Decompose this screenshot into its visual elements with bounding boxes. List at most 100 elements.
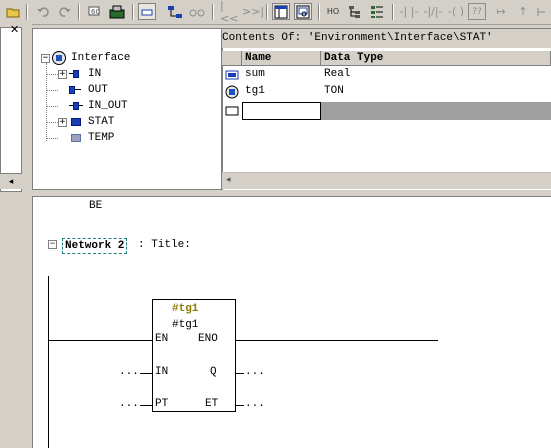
pin-q: Q [210, 366, 217, 378]
inout-param-icon [69, 101, 83, 111]
toolbar-separator [392, 4, 394, 20]
network-title[interactable]: : Title: [138, 239, 191, 251]
static-var-icon [69, 117, 83, 127]
symbol-info-icon[interactable]: HO [326, 7, 340, 16]
last-network-icon[interactable]: >>| [241, 5, 265, 18]
more-icon[interactable] [534, 3, 548, 20]
et-wire [236, 405, 244, 406]
tree-connector [46, 63, 47, 141]
table-cell-type[interactable] [321, 102, 551, 120]
collapse-icon[interactable]: − [41, 52, 50, 63]
open-branch-icon[interactable]: ↦ [496, 5, 506, 18]
network-icon[interactable] [166, 3, 184, 20]
catalog-scrollbar[interactable]: ◂ [0, 173, 22, 189]
toolbar-separator [266, 4, 268, 20]
power-rail [48, 276, 49, 448]
tree-connector [46, 74, 58, 75]
tree-icon[interactable] [346, 3, 364, 20]
in-operand-placeholder[interactable]: ... [119, 366, 139, 378]
overview-icon[interactable] [138, 3, 156, 20]
table-cell-name[interactable]: tg1 [245, 85, 265, 97]
column-header-data-type[interactable]: Data Type [321, 51, 551, 66]
tree-item-interface[interactable]: − Interface [41, 50, 130, 66]
tree-connector [46, 138, 58, 139]
toolbar-separator [26, 4, 28, 20]
interface-tree: − Interface + IN OUT IN_OUT + STAT TEMP [32, 28, 222, 190]
list-icon[interactable] [368, 3, 386, 20]
nc-contact-icon[interactable]: -|/|- [423, 5, 443, 18]
tree-item-temp[interactable]: TEMP [69, 130, 114, 146]
first-network-icon[interactable]: |<< [220, 0, 239, 25]
in-wire [140, 373, 152, 374]
temp-var-icon [69, 133, 83, 143]
tree-connector [46, 90, 58, 91]
tree-item-label: Interface [71, 52, 131, 64]
network-label[interactable]: Network 2 [62, 238, 128, 254]
detail-view-icon[interactable] [294, 3, 312, 20]
tree-item-label: OUT [88, 84, 108, 96]
timer-block[interactable] [152, 299, 236, 412]
close-icon[interactable]: ✕ [10, 23, 20, 36]
network-editor[interactable] [32, 196, 551, 448]
toolbar-separator [132, 4, 134, 20]
toolbar-separator [318, 4, 320, 20]
pin-in: IN [155, 366, 169, 378]
column-header-name[interactable]: Name [242, 51, 321, 66]
tree-connector [46, 122, 58, 123]
et-operand-placeholder[interactable]: ... [245, 398, 265, 410]
q-wire [236, 373, 244, 374]
tree-item-label: IN [88, 68, 102, 80]
pt-wire [140, 405, 152, 406]
download-icon[interactable] [108, 3, 126, 20]
output-param-icon [69, 85, 83, 95]
name-input[interactable] [242, 102, 321, 120]
en-wire [48, 340, 152, 341]
redo-icon[interactable] [56, 3, 74, 20]
catalog-pane [0, 27, 22, 192]
eno-wire [236, 340, 438, 341]
contents-title: Contents Of: 'Environment\Interface\STAT… [222, 29, 551, 48]
table-cell-type[interactable]: Real [324, 68, 351, 80]
pin-et: ET [205, 398, 219, 410]
tree-item-label: TEMP [88, 132, 115, 144]
pin-eno: ENO [198, 333, 218, 345]
interface-icon [52, 51, 66, 65]
no-contact-icon[interactable]: -| |- [399, 5, 419, 18]
toolbar-separator [78, 4, 80, 20]
tree-item-label: STAT [88, 116, 115, 128]
tree-item-in-out[interactable]: IN_OUT [69, 98, 128, 114]
table-cell-type[interactable]: TON [324, 85, 344, 97]
block-type-label: #tg1 [172, 319, 199, 331]
svg-text:60: 60 [91, 8, 100, 16]
table-cell-name[interactable]: sum [245, 68, 265, 80]
pt-operand-placeholder[interactable]: ... [119, 398, 139, 410]
tree-item-label: IN_OUT [88, 100, 128, 112]
toolbar-separator [212, 4, 214, 20]
monitor-icon[interactable]: 60 [86, 3, 104, 20]
expand-icon[interactable]: + [58, 68, 67, 79]
box-icon[interactable]: ?? [468, 3, 486, 20]
block-instance-name[interactable]: #tg1 [172, 303, 199, 315]
q-operand-placeholder[interactable]: ... [245, 366, 265, 378]
overview-pane-icon[interactable] [272, 3, 290, 20]
tree-item-out[interactable]: OUT [69, 82, 108, 98]
close-branch-icon[interactable]: ↑ [518, 5, 528, 18]
folder-open-icon[interactable] [4, 3, 22, 20]
expand-icon[interactable]: + [58, 116, 67, 127]
toolbar: 60 |<< >>| HO -| |- -|/|- -( ) ?? ↦ ↑ [0, 0, 551, 25]
scroll-left-icon[interactable]: ◂ [226, 175, 231, 185]
undo-icon[interactable] [34, 3, 52, 20]
stl-statement: BE [89, 200, 103, 212]
coil-icon[interactable]: -( ) [447, 5, 465, 18]
collapse-icon[interactable]: − [48, 239, 57, 249]
glasses-icon[interactable] [188, 3, 206, 20]
input-param-icon [69, 69, 83, 79]
tree-item-stat[interactable]: + STAT [58, 114, 114, 130]
grid-corner [222, 51, 242, 66]
new-row-icon [222, 102, 242, 119]
tree-item-in[interactable]: + IN [58, 66, 101, 82]
pin-pt: PT [155, 398, 169, 410]
static-var-icon [222, 66, 242, 83]
pin-en: EN [155, 333, 169, 345]
horizontal-scrollbar[interactable]: ◂ [222, 172, 551, 189]
